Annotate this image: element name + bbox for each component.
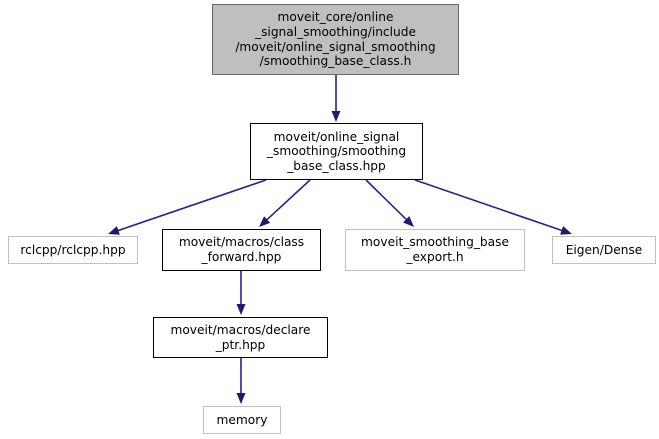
arrowhead-smoothing_base_hpp-to-smoothing_base_export: [402, 216, 414, 227]
node-label-declare_ptr: moveit/macros/declare _ptr.hpp: [170, 322, 311, 352]
node-label-eigen_dense: Eigen/Dense: [565, 242, 643, 257]
node-label-class_forward: moveit/macros/class _forward.hpp: [178, 235, 305, 264]
node-smoothing_base_export[interactable]: moveit_smoothing_base _export.h: [345, 229, 525, 271]
node-label-memory: memory: [216, 412, 268, 427]
node-label-smoothing_base_hpp: moveit/online_signal _smoothing/smoothin…: [266, 129, 407, 173]
node-class_forward[interactable]: moveit/macros/class _forward.hpp: [162, 229, 321, 271]
node-eigen_dense[interactable]: Eigen/Dense: [552, 236, 656, 264]
arrowhead-smoothing_base_hpp-to-rclcpp: [108, 226, 120, 235]
node-label-rclcpp: rclcpp/rclcpp.hpp: [20, 242, 126, 257]
node-label-smoothing_base_export: moveit_smoothing_base _export.h: [361, 235, 509, 264]
edge-smoothing_base_hpp-to-class_forward: [266, 179, 311, 221]
edge-smoothing_base_hpp-to-rclcpp: [118, 179, 267, 232]
node-smoothing_base_hpp[interactable]: moveit/online_signal _smoothing/smoothin…: [250, 123, 423, 180]
arrowhead-declare_ptr-to-memory: [236, 393, 246, 404]
node-label-root: moveit_core/online _signal_smoothing/inc…: [235, 10, 436, 69]
node-root: moveit_core/online _signal_smoothing/inc…: [212, 4, 459, 75]
node-rclcpp[interactable]: rclcpp/rclcpp.hpp: [8, 236, 138, 264]
arrowhead-class_forward-to-declare_ptr: [236, 304, 246, 315]
node-memory[interactable]: memory: [203, 406, 281, 434]
arrowhead-smoothing_base_hpp-to-class_forward: [259, 216, 271, 227]
node-declare_ptr[interactable]: moveit/macros/declare _ptr.hpp: [153, 317, 328, 358]
edge-smoothing_base_hpp-to-smoothing_base_export: [365, 179, 407, 220]
edge-smoothing_base_hpp-to-eigen_dense: [414, 179, 562, 232]
arrowhead-smoothing_base_hpp-to-eigen_dense: [560, 226, 572, 235]
arrowhead-root-to-smoothing_base_hpp: [331, 111, 341, 122]
